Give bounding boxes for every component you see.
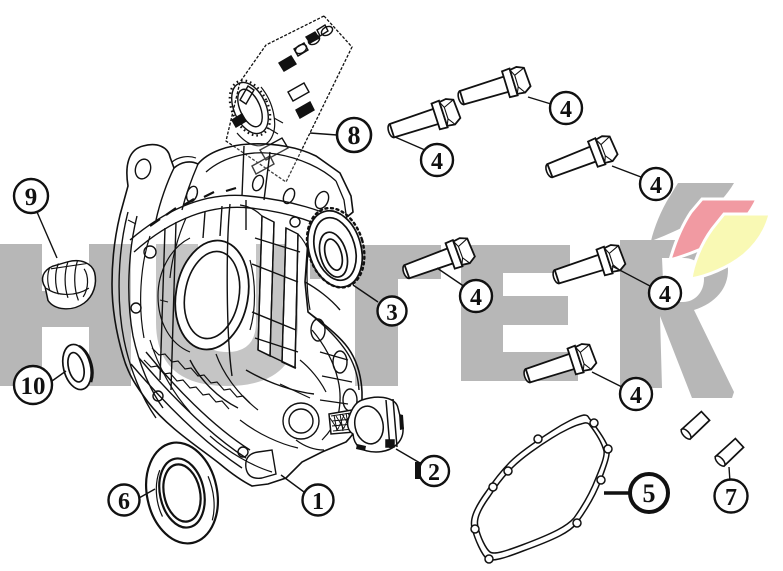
svg-text:6: 6 bbox=[118, 489, 130, 515]
svg-text:9: 9 bbox=[25, 184, 38, 211]
svg-text:4: 4 bbox=[470, 285, 482, 311]
svg-text:8: 8 bbox=[348, 121, 361, 150]
svg-text:1: 1 bbox=[312, 489, 324, 515]
svg-text:5: 5 bbox=[643, 479, 656, 508]
svg-text:2: 2 bbox=[428, 460, 440, 486]
svg-text:4: 4 bbox=[431, 149, 443, 175]
svg-text:7: 7 bbox=[725, 485, 737, 511]
svg-text:10: 10 bbox=[21, 373, 46, 400]
svg-text:4: 4 bbox=[630, 383, 642, 409]
svg-text:3: 3 bbox=[386, 300, 398, 325]
svg-text:4: 4 bbox=[560, 97, 572, 123]
svg-text:4: 4 bbox=[650, 173, 662, 199]
svg-text:4: 4 bbox=[659, 282, 671, 308]
